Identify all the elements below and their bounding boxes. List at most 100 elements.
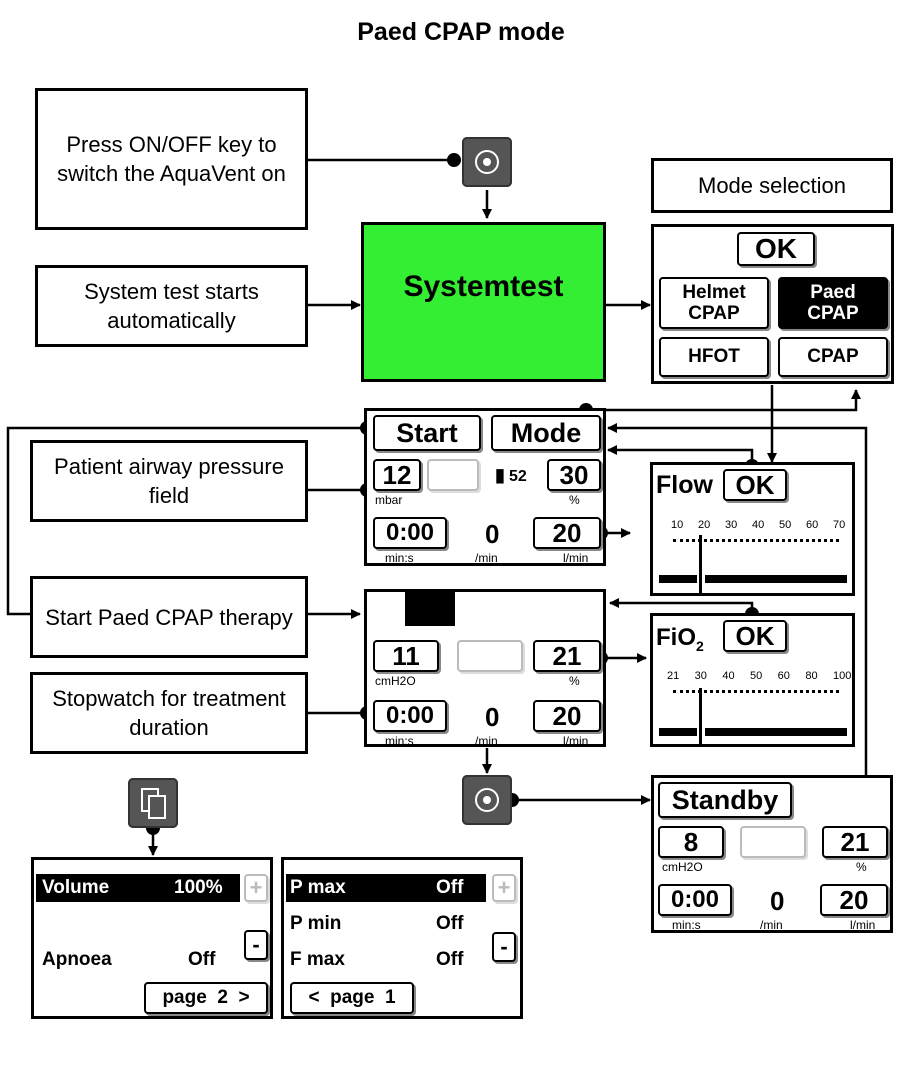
volume-label: Volume [42,877,110,898]
time-unit: min:s [385,551,414,565]
flow-tick-label: 10 [671,519,684,531]
flow-tick-label: 60 [806,519,819,531]
standby-oxygen-unit: % [856,860,867,874]
oxygen-value-2[interactable]: 21 [533,640,601,672]
pmax-row-highlight[interactable] [286,874,486,902]
plus-button[interactable]: + [244,874,268,902]
rate-unit: /min [475,551,498,565]
battery-value: 52 [509,468,527,485]
time-unit-2: min:s [385,734,414,748]
flow-tick-label: 30 [725,519,738,531]
page-2-button[interactable]: page 2 > [144,982,268,1014]
page-1-button[interactable]: < page 1 [290,982,414,1014]
menu-page-2: P max Off + P min Off - F max Off < page… [281,857,523,1019]
stopwatch-value-2[interactable]: 0:00 [373,700,447,732]
note-system-test: System test starts automatically [35,265,308,347]
pmin-label: P min [290,913,342,934]
rate-value: 0 [485,519,500,549]
flow-slider[interactable] [699,535,702,593]
oxygen-unit-2: % [569,674,580,688]
standby-rate-value: 0 [770,886,785,916]
volume-value: 100% [174,877,223,898]
fio2-tick-label: 40 [722,670,735,682]
flow-tick-label: 50 [779,519,792,531]
note-mode-selection: Mode selection [651,158,893,213]
note-stopwatch: Stopwatch for treatment duration [30,672,308,754]
standby-time-unit: min:s [672,918,701,932]
flow-tick-label: 40 [752,519,765,531]
systemtest-label: Systemtest [403,270,564,303]
pressure-unit-2: cmH2O [375,674,416,688]
standby-screen: Standby 8 21 cmH2O % 0:00 0 20 min:s /mi… [651,775,893,933]
rate-unit-2: /min [475,734,498,748]
pmin-value: Off [436,913,464,934]
fio2-tick-label: 21 [667,670,680,682]
hfot-button[interactable]: HFOT [659,337,769,377]
oxygen-value[interactable]: 30 [547,459,601,491]
flow-scale: 10 20 30 40 50 60 70 [671,519,851,533]
minus-button[interactable]: - [244,930,268,960]
fio2-ticks [673,690,839,693]
menu-page-1: Volume 100% + - Apnoea Off page 2 > [31,857,273,1019]
fio2-bar-right [705,728,847,736]
fmax-label: F max [290,949,345,970]
systemtest-screen: Systemtest [361,222,606,382]
standby-oxygen-value[interactable]: 21 [822,826,888,858]
pressure-value-2[interactable]: 11 [373,640,439,672]
flow-ticks [673,539,839,542]
standby-button[interactable]: Standby [658,782,792,818]
menu-key-icon[interactable] [128,778,178,828]
humidifier-icon [427,459,479,491]
note-patient-pressure: Patient airway pressure field [30,440,308,522]
power-key-icon[interactable] [462,137,512,187]
fio2-label: FiO2 [656,624,704,654]
battery-icon: ▮ [495,465,505,485]
flow-tick-label: 20 [698,519,711,531]
cpap-button[interactable]: CPAP [778,337,888,377]
note-start-therapy: Start Paed CPAP therapy [30,576,308,658]
plus-button-2[interactable]: + [492,874,516,902]
flow-value-2[interactable]: 20 [533,700,601,732]
start-button[interactable]: Start [373,415,481,451]
fio2-tick-label: 60 [777,670,790,682]
mode-ok-button[interactable]: OK [737,232,815,266]
flow-tick-label: 70 [833,519,846,531]
fio2-ok-button[interactable]: OK [723,620,787,652]
pressure-unit: mbar [375,493,403,507]
flow-setting-screen: Flow OK 10 20 30 40 50 60 70 [650,462,855,596]
fio2-tick-label: 50 [750,670,763,682]
flow-unit-2: l/min [563,734,589,748]
stopwatch-value[interactable]: 0:00 [373,517,447,549]
mode-button[interactable]: Mode [491,415,601,451]
pages-icon [141,788,166,819]
minus-button-2[interactable]: - [492,932,516,962]
standby-pressure-value[interactable]: 8 [658,826,724,858]
standby-stopwatch-value[interactable]: 0:00 [658,884,732,916]
main-screen-running: 11 21 cmH2O % 0:00 0 20 min:s /min l/min [364,589,606,748]
pmax-label: P max [290,877,346,898]
flow-ok-button[interactable]: OK [723,469,787,501]
humidifier-icon-2 [457,640,523,672]
power-key-icon-2[interactable] [462,775,512,825]
standby-flow-unit: l/min [850,918,876,932]
fmax-value: Off [436,949,464,970]
apnoea-value: Off [188,949,216,970]
flow-bar-left [659,575,697,583]
volume-row-highlight[interactable] [36,874,240,902]
flow-unit: l/min [563,551,589,565]
flow-label: Flow [656,471,713,499]
standby-flow-value[interactable]: 20 [820,884,888,916]
fio2-slider[interactable] [699,688,702,746]
note-power-on: Press ON/OFF key to switch the AquaVent … [35,88,308,230]
flow-value[interactable]: 20 [533,517,601,549]
fio2-tick-label: 80 [805,670,818,682]
pressure-value[interactable]: 12 [373,459,421,491]
standby-pressure-unit: cmH2O [662,860,703,874]
fio2-bar-left [659,728,697,736]
main-screen-start: Start Mode 12 ▮ 52 30 mbar % 0:00 0 20 m… [364,408,606,566]
